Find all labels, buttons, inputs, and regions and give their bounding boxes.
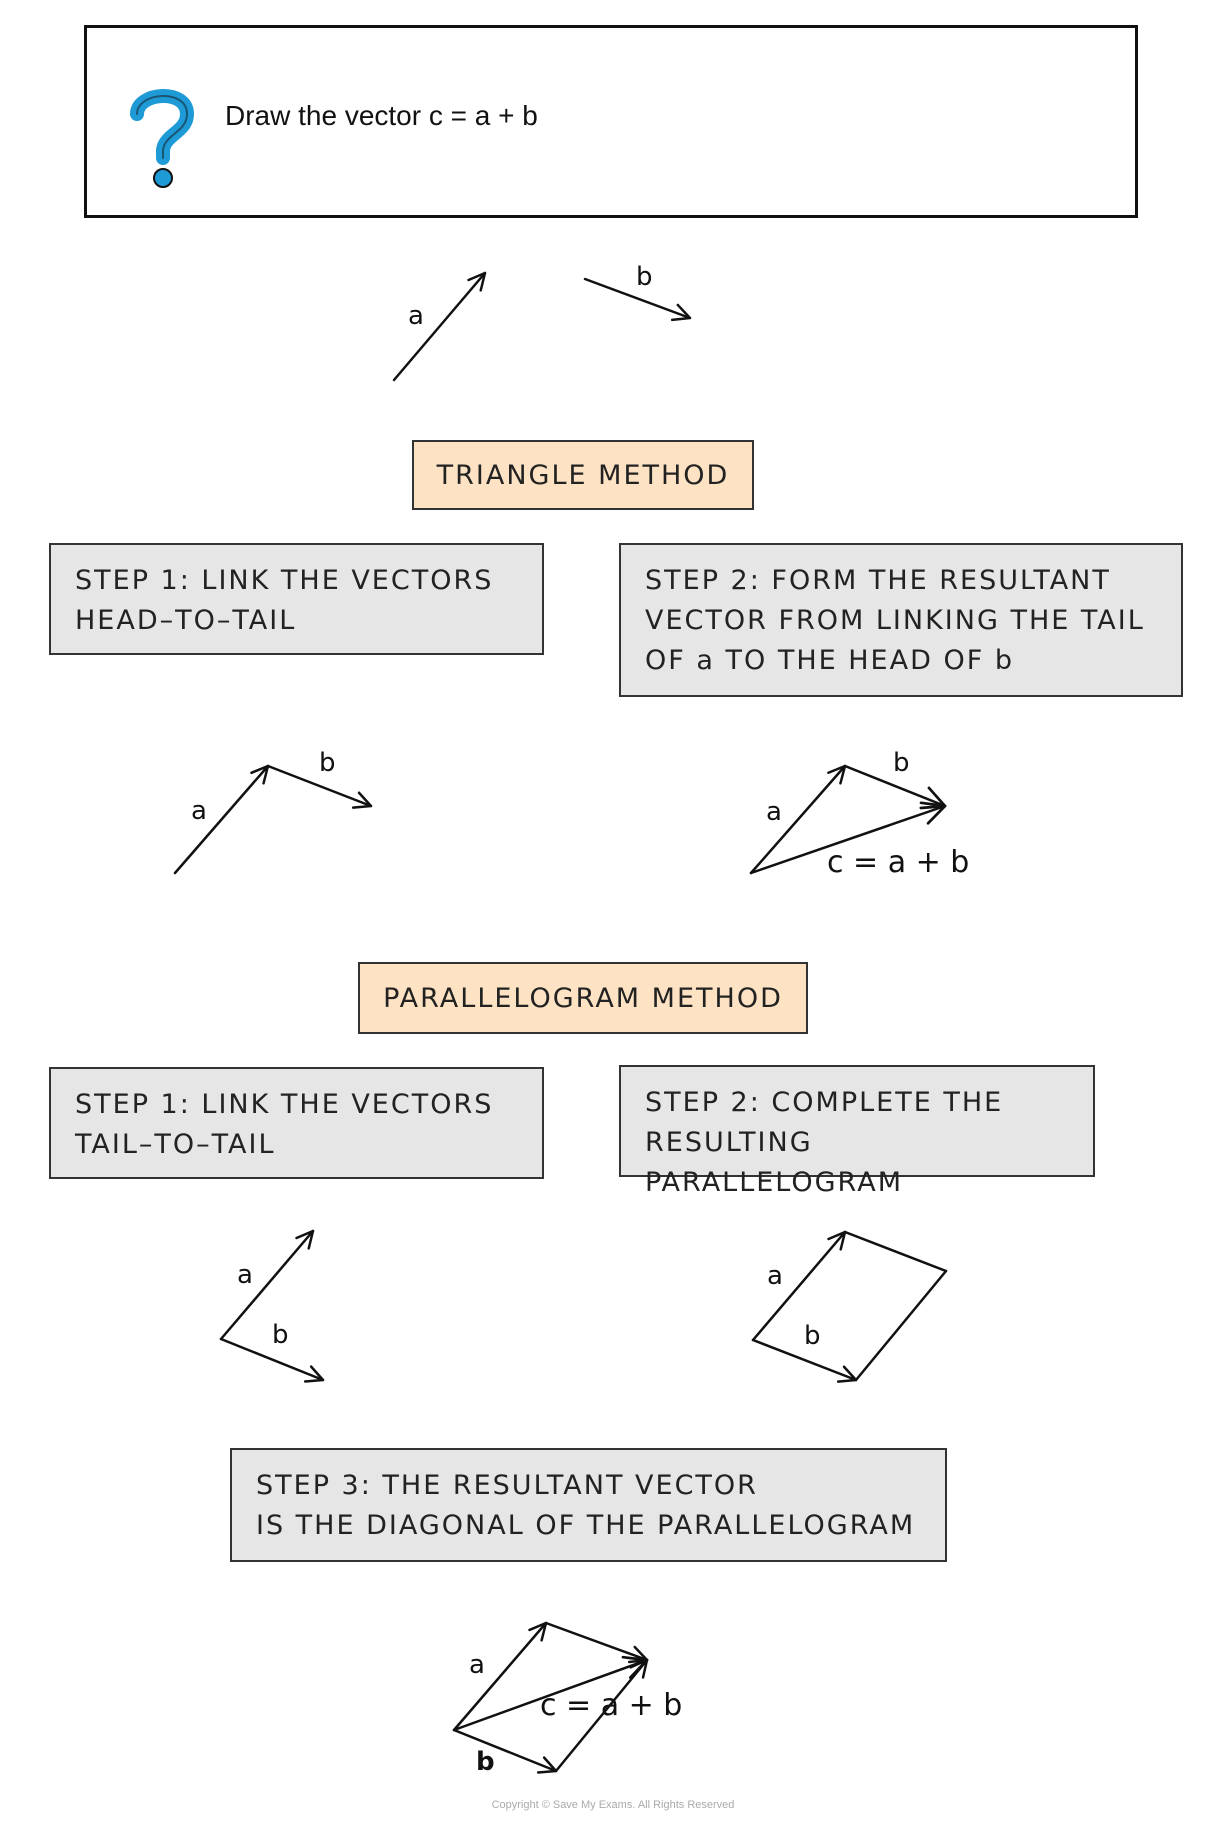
triangle-s2-label-a: a — [766, 797, 782, 827]
triangle-s1-label-b: b — [319, 748, 336, 778]
triangle-s1-vector-b — [266, 764, 373, 809]
parallelogram-step2-box: STEP 2: COMPLETE THE RESULTING PARALLELO… — [619, 1065, 1095, 1198]
para-s3-label-a: a — [469, 1650, 485, 1680]
copyright-footer: Copyright © Save My Exams. All Rights Re… — [491, 1799, 735, 1811]
given-label-a: a — [408, 301, 424, 331]
para-s2-side-right — [854, 1269, 948, 1382]
parallelogram-method-title: PARALLELOGRAM METHOD — [358, 962, 808, 1034]
triangle-step2-box: STEP 2: FORM THE RESULTANT VECTOR FROM L… — [619, 543, 1183, 697]
parallelogram-step1-box: STEP 1: LINK THE VECTORS TAIL–TO–TAIL — [49, 1067, 544, 1179]
triangle-s1-vector-a — [173, 764, 270, 875]
triangle-s2-label-b: b — [893, 748, 910, 778]
parallelogram-step1-figure — [219, 1229, 325, 1383]
parallelogram-step3-box: STEP 3: THE RESULTANT VECTOR IS THE DIAG… — [230, 1448, 947, 1562]
para-s1-label-a: a — [237, 1260, 253, 1290]
parallelogram-step3-figure — [452, 1621, 649, 1774]
para-s2-vector-b — [751, 1338, 858, 1383]
para-s3-side-top — [544, 1621, 649, 1664]
para-s3-label-b: b — [476, 1747, 495, 1777]
given-vectors — [392, 271, 692, 382]
given-vector-a — [392, 271, 487, 382]
triangle-method-title: TRIANGLE METHOD — [412, 440, 754, 510]
triangle-step1-figure — [173, 764, 373, 875]
question-mark-icon — [130, 89, 195, 188]
para-s3-label-c: c = a + b — [540, 1688, 682, 1723]
para-s2-side-top — [843, 1230, 948, 1273]
triangle-step2-figure — [749, 764, 947, 875]
para-s1-vector-b — [219, 1337, 325, 1383]
question-text: Draw the vector c = a + b — [225, 100, 538, 131]
para-s2-label-b: b — [804, 1321, 821, 1351]
triangle-s2-resultant-c — [749, 801, 947, 875]
para-s2-label-a: a — [767, 1261, 783, 1291]
para-s2-vector-a — [751, 1230, 847, 1342]
triangle-s1-label-a: a — [191, 796, 207, 826]
para-s1-vector-a — [219, 1229, 315, 1341]
triangle-s2-vector-b — [843, 764, 947, 810]
parallelogram-step2-figure — [751, 1230, 948, 1383]
triangle-s2-vector-a — [749, 764, 847, 875]
given-label-b: b — [636, 262, 653, 292]
question-box: Draw the vector c = a + b — [84, 25, 1138, 218]
para-s1-label-b: b — [272, 1320, 289, 1350]
triangle-s2-label-c: c = a + b — [827, 845, 969, 880]
para-s3-resultant-c — [452, 1655, 649, 1732]
given-vector-b — [583, 277, 692, 322]
para-s3-vector-a — [452, 1621, 548, 1732]
para-s3-vector-b — [452, 1728, 558, 1774]
triangle-step1-box: STEP 1: LINK THE VECTORS HEAD–TO–TAIL — [49, 543, 544, 655]
